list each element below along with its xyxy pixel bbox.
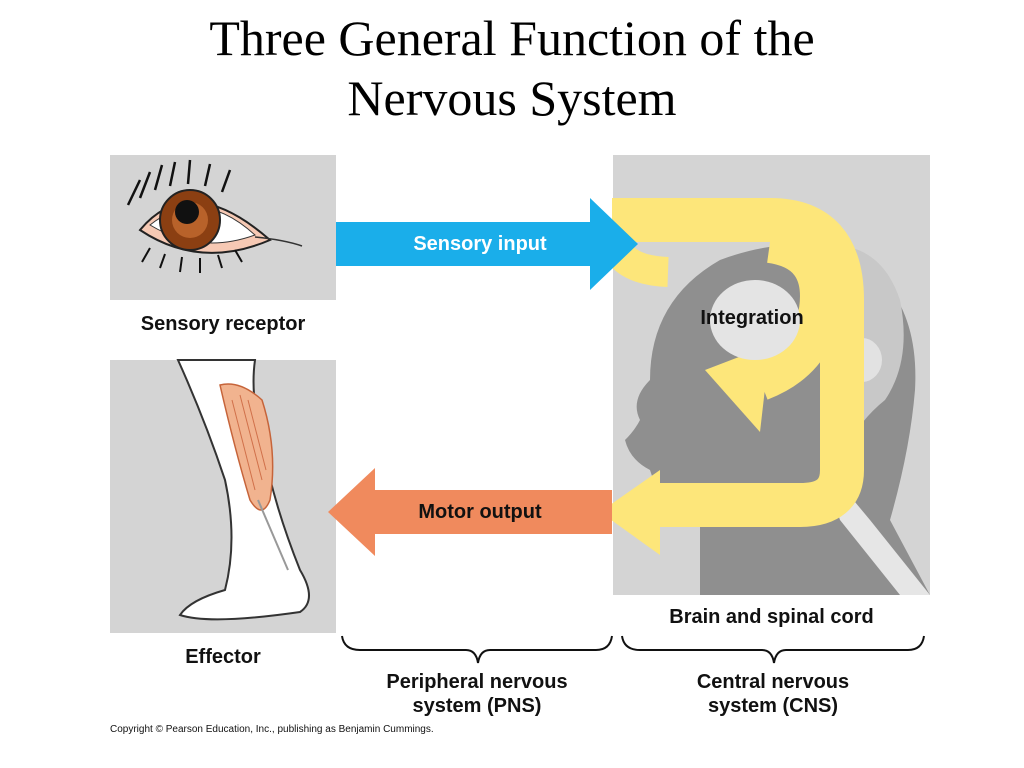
pns-label: Peripheral nervous system (PNS) (342, 670, 612, 718)
motor-output-arrow (328, 468, 612, 556)
copyright-text: Copyright © Pearson Education, Inc., pub… (110, 724, 434, 735)
sensory-input-arrow (336, 198, 638, 290)
sensory-receptor-label: Sensory receptor (140, 313, 306, 335)
leg-icon (176, 359, 310, 621)
cns-brace (621, 635, 925, 664)
pns-label-line-2: system (PNS) (412, 695, 542, 717)
motor-output-label: Motor output (418, 501, 542, 523)
slide-title: Three General Function of the Nervous Sy… (0, 8, 1024, 128)
title-line-2: Nervous System (347, 70, 677, 126)
eye-icon (126, 159, 303, 273)
sensory-input-label: Sensory input (413, 233, 547, 255)
cns-label: Central nervous system (CNS) (622, 670, 924, 718)
pns-brace (341, 635, 613, 664)
cns-label-line-1: Central nervous (696, 671, 850, 693)
title-line-1: Three General Function of the (209, 10, 815, 66)
effector-label: Effector (185, 646, 261, 668)
pns-label-line-1: Peripheral nervous (386, 671, 568, 693)
cns-label-line-2: system (CNS) (707, 695, 839, 717)
brain-label: Brain and spinal cord (669, 606, 874, 628)
integration-label: Integration (700, 307, 804, 329)
